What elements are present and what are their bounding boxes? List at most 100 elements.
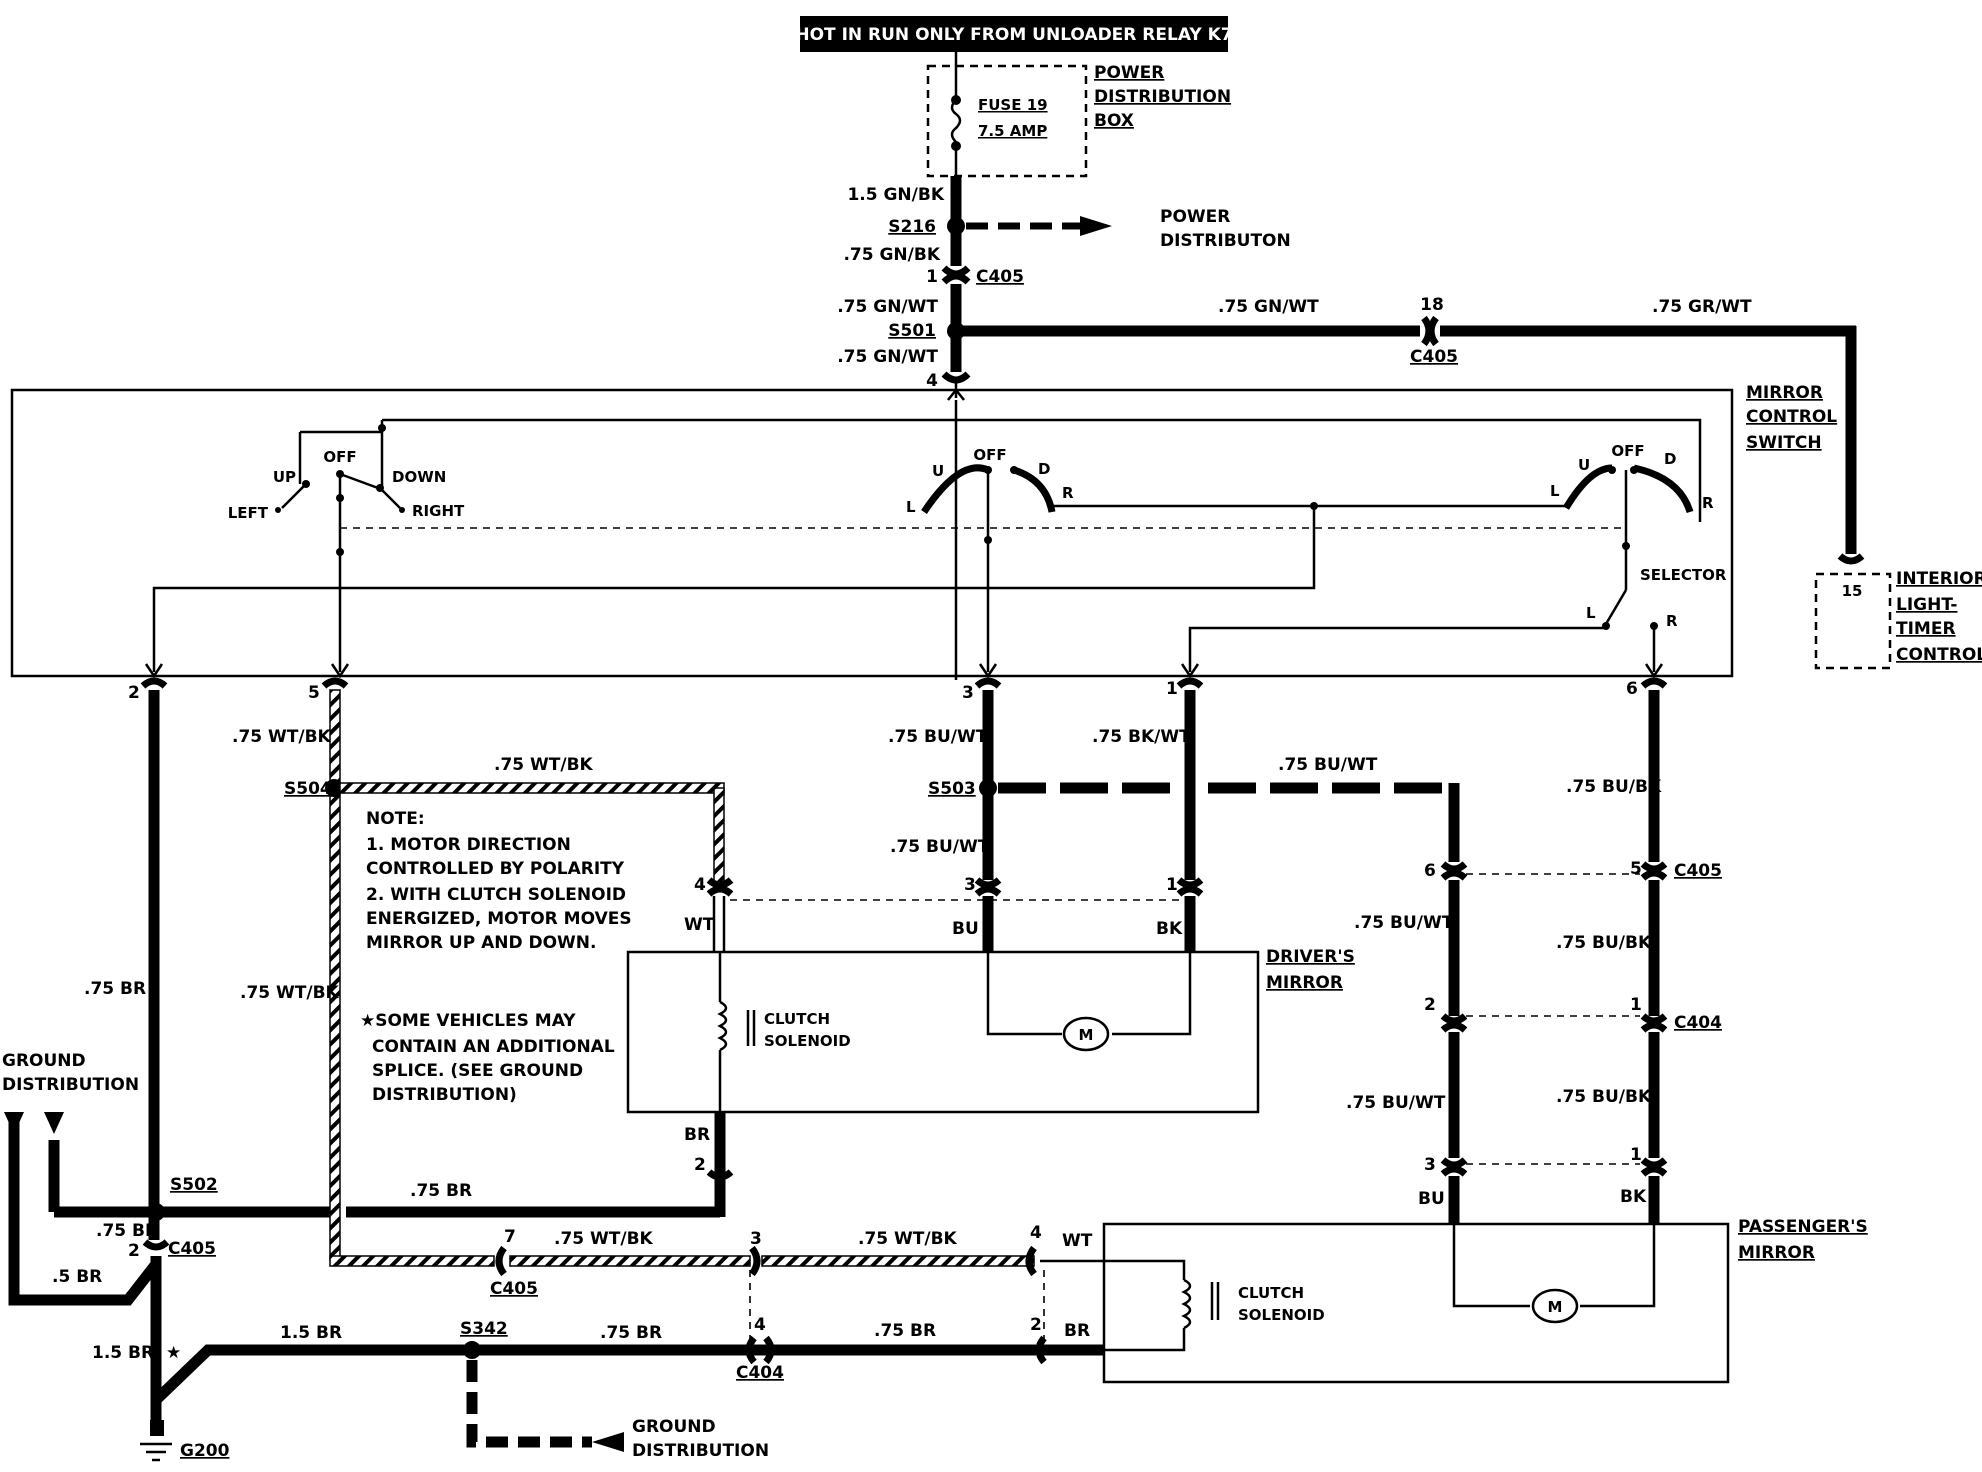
g200-label: G200 (180, 1441, 230, 1461)
pin-15: 15 (1842, 582, 1863, 600)
driver-wt: WT (684, 915, 715, 935)
pin-1-pass: 1 (1630, 1145, 1642, 1165)
sw-off-right: OFF (1611, 442, 1644, 460)
sw-right: RIGHT (412, 502, 465, 520)
wire-gn-wt-1: .75 GN/WT (837, 297, 938, 317)
wire-gn-bk: .75 GN/BK (843, 245, 940, 265)
wire-gn-bk-15: 1.5 GN/BK (847, 185, 944, 205)
pin-1-switch: 1 (1166, 679, 1178, 699)
note-line-3: CONTROLLED BY POLARITY (366, 859, 625, 879)
pm-label-2: MIRROR (1738, 1243, 1815, 1263)
pin-4-pass: 4 (1030, 1223, 1042, 1243)
pin-5-c405: 5 (1630, 859, 1642, 879)
mcs-label-1: MIRROR (1746, 383, 1823, 403)
dm-clutch-2: SOLENOID (764, 1032, 851, 1050)
pin-1-c405-top: 1 (926, 267, 938, 287)
wire-bu-wt-4: .75 BU/WT (1354, 913, 1454, 933)
wire-wt-bk-2: .75 WT/BK (240, 983, 340, 1003)
ilt-label-3: TIMER (1896, 619, 1956, 639)
mcs-label-3: SWITCH (1746, 433, 1822, 453)
note-line-2: 1. MOTOR DIRECTION (366, 835, 571, 855)
pin-2-c404: 2 (1424, 995, 1436, 1015)
passengers-mirror: PASSENGER'S MIRROR CLUTCH SOLENOID M (1102, 1217, 1868, 1384)
sw-u-right: U (1578, 456, 1590, 474)
note-line-1: NOTE: (366, 809, 425, 829)
wire-wt-bk-1: .75 WT/BK (232, 727, 332, 747)
ilt-label-4: CONTROL (1896, 645, 1982, 665)
sel-l: L (1586, 604, 1596, 622)
pin-3-c404: 3 (750, 1229, 762, 1249)
footnote-line-1: ★SOME VEHICLES MAY (360, 1011, 576, 1031)
sw-u-mid: U (932, 462, 944, 480)
pdb-label-2: DISTRIBUTION (1094, 87, 1231, 107)
c404-bottom-label: C404 (736, 1363, 784, 1383)
pin-1-driver: 1 (1166, 875, 1178, 895)
dm-label-1: DRIVER'S (1266, 947, 1355, 967)
pin-2-switch: 2 (128, 683, 140, 703)
pin-7-c405: 7 (504, 1227, 516, 1247)
dm-clutch-1: CLUTCH (764, 1010, 830, 1028)
wire-br-4: .75 BR (600, 1323, 662, 1343)
wire-pin5-wt-bk: .75 WT/BK .75 WT/BK S504 .75 WT/BK 7 C40… (232, 677, 1104, 1299)
mirror-control-switch: MIRROR CONTROL SWITCH UP OFF DOWN LEFT R… (10, 383, 1837, 679)
pass-br: BR (1064, 1321, 1090, 1341)
c405-18-label: C405 (1410, 347, 1458, 367)
pin-3-switch: 3 (962, 683, 974, 703)
wire-wt-bk-5: .75 WT/BK (858, 1229, 958, 1249)
wire-bk-wt: .75 BK/WT (1092, 727, 1191, 747)
wire-br-1: .75 BR (84, 979, 146, 999)
driver-bk: BK (1156, 919, 1183, 939)
pin-6-c405: 6 (1424, 861, 1436, 881)
pass-wt: WT (1062, 1231, 1093, 1251)
pin-2-driver: 2 (694, 1155, 706, 1175)
pin-3-driver: 3 (964, 875, 976, 895)
pm-clutch-2: SOLENOID (1238, 1306, 1325, 1324)
wire-wt-bk-3: .75 WT/BK (494, 755, 594, 775)
c404-right-label: C404 (1674, 1013, 1722, 1033)
pdb-label-3: BOX (1094, 111, 1134, 131)
star: ★ (166, 1343, 181, 1363)
power-dist-label-2: DISTRIBUTON (1160, 231, 1291, 251)
wires-passenger-mirror: .75 BU/WT 6 .75 BU/WT 2 .75 BU/WT 3 BU .… (736, 677, 1722, 1383)
sw-off-mid: OFF (973, 446, 1006, 464)
fuse-rating: 7.5 AMP (978, 122, 1047, 140)
pass-bu: BU (1418, 1189, 1445, 1209)
header-text: HOT IN RUN ONLY FROM UNLOADER RELAY K7 (795, 25, 1232, 45)
s503-label: S503 (928, 779, 976, 799)
pm-motor: M (1548, 1298, 1563, 1316)
pin-4-switch: 4 (926, 371, 938, 391)
pm-label-1: PASSENGER'S (1738, 1217, 1868, 1237)
note-line-5: ENERGIZED, MOTOR MOVES (366, 909, 632, 929)
wires-driver-mirror: .75 BU/WT S503 .75 BU/WT 3 BU .75 BK/WT … (684, 677, 1454, 952)
pin-4-driver: 4 (694, 875, 706, 895)
sw-l-right: L (1550, 482, 1560, 500)
wire-br-2: .75 BR (410, 1181, 472, 1201)
wire-gr-wt: .75 GR/WT (1652, 297, 1752, 317)
sw-d-mid: D (1038, 460, 1050, 478)
dm-motor: M (1079, 1026, 1094, 1044)
wire-gn-wt-3: .75 GN/WT (1218, 297, 1319, 317)
drivers-mirror: DRIVER'S MIRROR CLUTCH SOLENOID M BR 2 (626, 947, 1355, 1181)
ilt-label-2: LIGHT- (1896, 595, 1958, 615)
footnote-line-4: DISTRIBUTION) (372, 1085, 517, 1105)
footnote-line-3: SPLICE. (SEE GROUND (372, 1061, 583, 1081)
pin-1-c404: 1 (1630, 995, 1642, 1015)
pin-6-switch: 6 (1626, 679, 1638, 699)
pin-5-switch: 5 (308, 683, 320, 703)
interior-light-timer-control: 15 INTERIOR LIGHT- TIMER CONTROL (1814, 569, 1982, 670)
ilt-label-1: INTERIOR (1896, 569, 1982, 589)
power-dist-label-1: POWER (1160, 207, 1230, 227)
fuse-name: FUSE 19 (978, 96, 1048, 114)
sw-down: DOWN (392, 468, 446, 486)
sw-d-right: D (1664, 450, 1676, 468)
s502-label: S502 (170, 1175, 218, 1195)
wire-br-5: .5 BR (52, 1267, 102, 1287)
sw-r-mid: R (1062, 484, 1074, 502)
sw-l-mid: L (906, 498, 916, 516)
s342-label: S342 (460, 1319, 508, 1339)
gnd-dist-label-2: DISTRIBUTION (632, 1441, 769, 1461)
s216-label: S216 (888, 217, 936, 237)
c405-7-label: C405 (490, 1279, 538, 1299)
wire-bu-wt-5: .75 BU/WT (1346, 1093, 1446, 1113)
